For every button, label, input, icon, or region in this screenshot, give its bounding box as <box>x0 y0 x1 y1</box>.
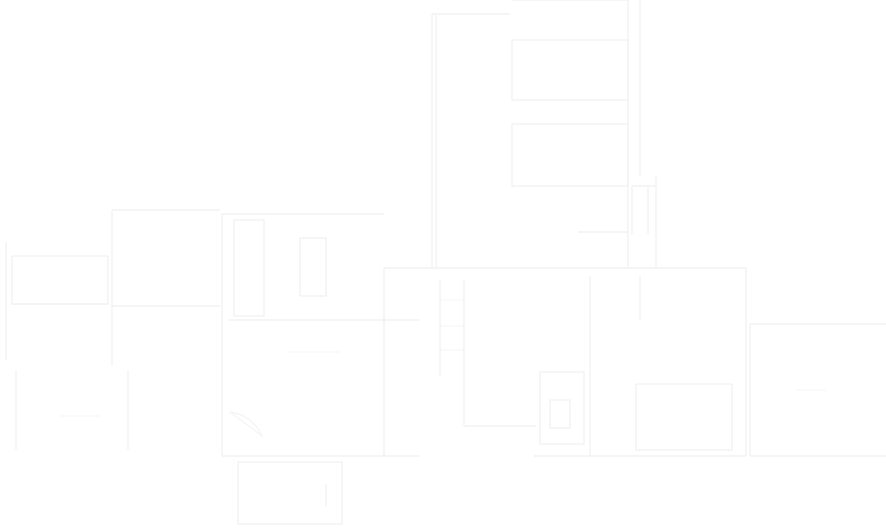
mw-closet-b <box>299 237 327 297</box>
central-room <box>635 383 733 451</box>
bath-block <box>539 371 585 445</box>
tower-room-upper <box>511 39 629 101</box>
central-block <box>384 267 747 457</box>
middle-west-block <box>221 213 420 457</box>
bath-fixture <box>549 399 571 429</box>
entry-porch <box>237 461 343 525</box>
mw-door-swing <box>229 411 264 438</box>
porch-outline <box>237 461 343 525</box>
tower-room-lower <box>511 123 629 187</box>
east-wing <box>749 323 886 457</box>
mw-closet-a <box>233 219 265 317</box>
west-wing <box>5 209 220 450</box>
upper-tower-block <box>431 0 657 268</box>
west-room-upper <box>11 255 109 305</box>
